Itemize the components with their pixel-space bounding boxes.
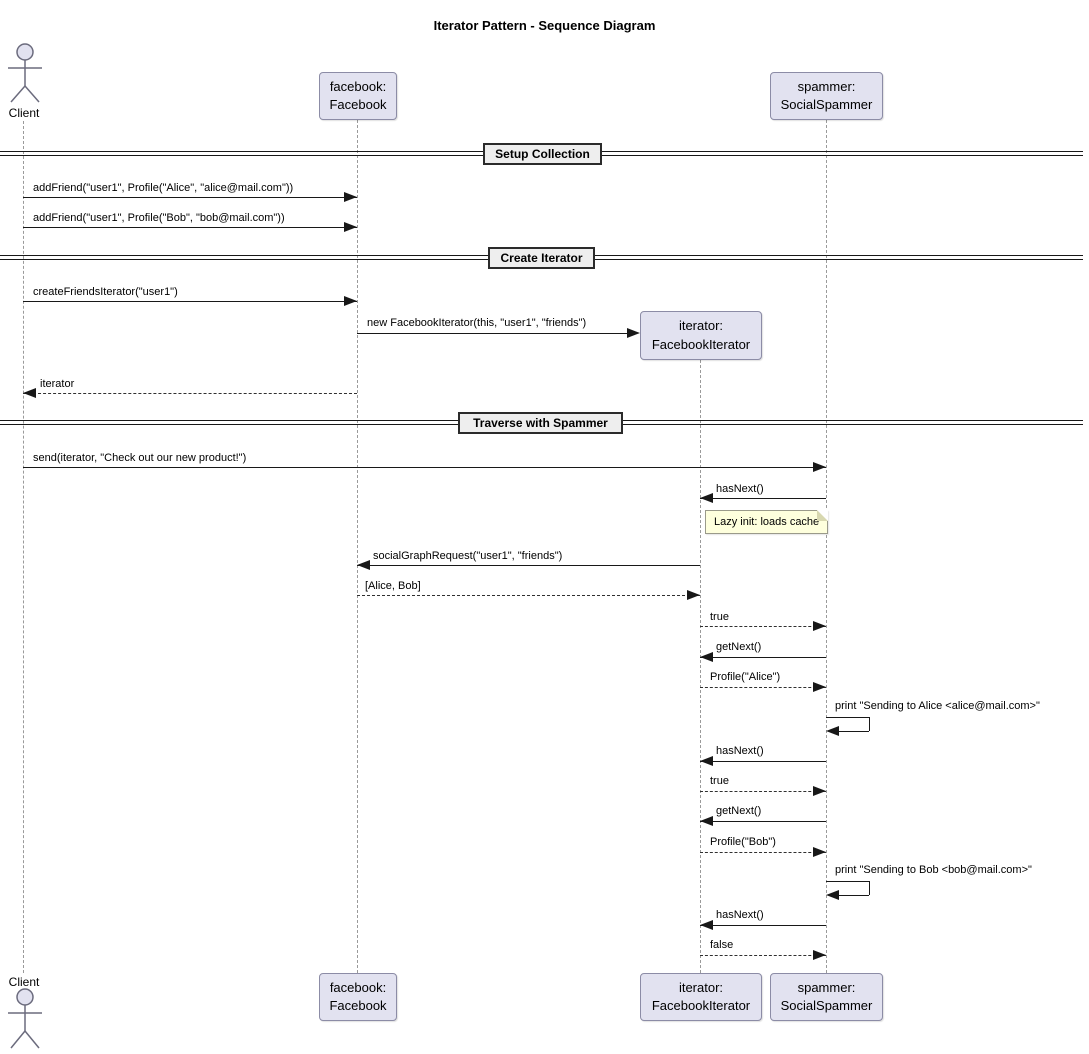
arrowhead — [344, 192, 357, 202]
arrowhead — [813, 621, 826, 631]
message-label: false — [710, 939, 734, 951]
arrowhead — [700, 756, 713, 766]
arrowhead — [700, 652, 713, 662]
divider-setup-collection: Setup Collection — [483, 143, 602, 165]
message-line — [700, 852, 826, 853]
arrowhead — [357, 560, 370, 570]
message-label: new FacebookIterator(this, "user1", "fri… — [367, 317, 587, 329]
arrowhead — [700, 816, 713, 826]
message-line — [700, 626, 826, 627]
message-line — [357, 565, 700, 566]
participant-spammer-line1: spammer: — [797, 979, 856, 995]
message-line — [23, 393, 357, 394]
participant-iterator-line2: FacebookIterator — [651, 336, 751, 352]
arrowhead — [344, 296, 357, 306]
message-line — [700, 925, 826, 926]
message-line — [700, 498, 826, 499]
message-label: hasNext() — [716, 745, 764, 757]
message-line — [23, 227, 357, 228]
participant-facebook-line2: Facebook — [329, 998, 387, 1013]
message-line — [700, 761, 826, 762]
message-label: createFriendsIterator("user1") — [33, 286, 178, 298]
arrowhead — [813, 950, 826, 960]
participant-iterator-bottom: iterator: FacebookIterator — [640, 973, 762, 1021]
message-label: send(iterator, "Check out our new produc… — [33, 452, 247, 464]
client-actor-icon — [8, 43, 42, 103]
self-message-line — [826, 717, 869, 718]
participant-spammer-line2: SocialSpammer — [780, 998, 873, 1013]
arrowhead — [826, 890, 839, 900]
message-label: hasNext() — [716, 909, 764, 921]
self-message-line — [838, 895, 869, 896]
message-label: hasNext() — [716, 483, 764, 495]
arrowhead — [700, 920, 713, 930]
message-label: [Alice, Bob] — [365, 580, 421, 592]
message-line — [700, 687, 826, 688]
message-label: iterator — [40, 378, 75, 390]
message-line — [700, 791, 826, 792]
participant-spammer-line2: SocialSpammer — [780, 97, 873, 112]
message-line — [23, 467, 826, 468]
participant-facebook-line1: facebook: — [329, 979, 387, 995]
self-message-line — [869, 717, 870, 731]
self-message-line — [869, 881, 870, 895]
participant-facebook-top: facebook: Facebook — [319, 72, 397, 120]
message-line — [700, 657, 826, 658]
divider-create-iterator: Create Iterator — [488, 247, 595, 269]
message-label: print "Sending to Alice <alice@mail.com>… — [835, 700, 1040, 712]
self-message-line — [838, 731, 869, 732]
message-label: getNext() — [716, 641, 762, 653]
lifeline-facebook — [357, 120, 358, 973]
client-actor-label-top: Client — [8, 106, 40, 120]
message-line — [23, 197, 357, 198]
arrowhead — [23, 388, 36, 398]
participant-iterator-line1: iterator: — [678, 979, 724, 995]
message-label: print "Sending to Bob <bob@mail.com>" — [835, 864, 1032, 876]
lifeline-spammer — [826, 120, 827, 973]
divider-traverse-with-spammer: Traverse with Spammer — [458, 412, 623, 434]
lifeline-client — [23, 121, 24, 973]
participant-iterator-created: iterator: FacebookIterator — [640, 311, 762, 360]
message-line — [357, 333, 628, 334]
message-label: true — [710, 611, 729, 623]
message-label: socialGraphRequest("user1", "friends") — [373, 550, 563, 562]
message-label: getNext() — [716, 805, 762, 817]
arrowhead — [627, 328, 640, 338]
message-line — [700, 821, 826, 822]
arrowhead — [687, 590, 700, 600]
participant-iterator-line2: FacebookIterator — [651, 998, 751, 1013]
participant-facebook-bottom: facebook: Facebook — [319, 973, 397, 1021]
participant-facebook-line2: Facebook — [329, 97, 387, 112]
client-actor-icon — [8, 988, 42, 1049]
message-label: true — [710, 775, 729, 787]
participant-spammer-line1: spammer: — [797, 78, 856, 94]
message-label: addFriend("user1", Profile("Bob", "bob@m… — [33, 212, 285, 224]
arrowhead — [700, 493, 713, 503]
arrowhead — [813, 462, 826, 472]
self-message-line — [826, 881, 869, 882]
message-label: Profile("Bob") — [710, 836, 776, 848]
note-lazy-init: Lazy init: loads cache — [705, 510, 829, 534]
arrowhead — [826, 726, 839, 736]
arrowhead — [344, 222, 357, 232]
message-line — [23, 301, 357, 302]
diagram-title: Iterator Pattern - Sequence Diagram — [433, 18, 656, 33]
message-label: Profile("Alice") — [710, 671, 781, 683]
arrowhead — [813, 682, 826, 692]
lifeline-iterator — [700, 360, 701, 973]
participant-iterator-line1: iterator: — [678, 318, 724, 334]
client-actor-label-bottom: Client — [8, 975, 40, 989]
message-label: addFriend("user1", Profile("Alice", "ali… — [33, 182, 294, 194]
message-line — [700, 955, 826, 956]
participant-spammer-bottom: spammer: SocialSpammer — [770, 973, 883, 1021]
participant-spammer-top: spammer: SocialSpammer — [770, 72, 883, 120]
message-line — [357, 595, 700, 596]
arrowhead — [813, 786, 826, 796]
arrowhead — [813, 847, 826, 857]
participant-facebook-line1: facebook: — [329, 78, 387, 94]
